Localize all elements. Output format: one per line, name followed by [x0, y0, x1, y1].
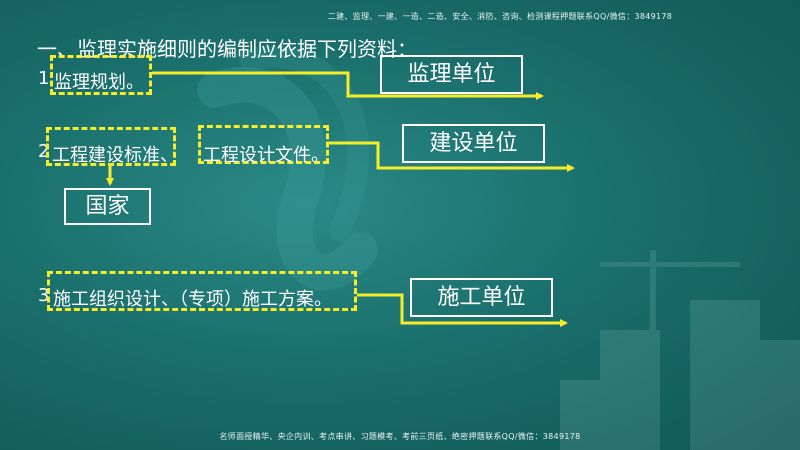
- arrow-row-1: [152, 71, 544, 100]
- row-2-source-box: 建设单位: [402, 124, 545, 163]
- row-2-number: 2: [38, 141, 50, 162]
- row-2-highlight-a: [46, 127, 176, 166]
- row-2-item-a: 工程建设标准、: [52, 145, 178, 166]
- national-box: 国家: [64, 188, 151, 225]
- row-1-number: 1: [38, 68, 50, 89]
- arrow-row-2: [329, 141, 575, 172]
- row-2-highlight-b: [198, 125, 329, 164]
- row-1-highlight: [50, 55, 152, 95]
- row-3-item: 施工组织设计、（专项）施工方案。: [53, 289, 332, 310]
- bottom-banner-text: 名师面授精华、央企内训、考点串讲、习题模考、考前三页纸、绝密押题联系QQ/微信：…: [219, 432, 581, 441]
- row-1-item: 监理规划。: [54, 72, 144, 93]
- row-3-source-box: 施工单位: [410, 278, 553, 317]
- row-1-source-box: 监理单位: [380, 55, 523, 94]
- row-3-number: 3: [38, 285, 50, 306]
- top-banner-text: 二建、监理、一建、一造、二造、安全、消防、咨询、检测课程押题联系QQ/微信：38…: [327, 12, 673, 21]
- row-2-item-b: 工程设计文件。: [203, 145, 329, 166]
- row-3-highlight: [47, 271, 357, 311]
- arrow-row-3: [357, 293, 568, 327]
